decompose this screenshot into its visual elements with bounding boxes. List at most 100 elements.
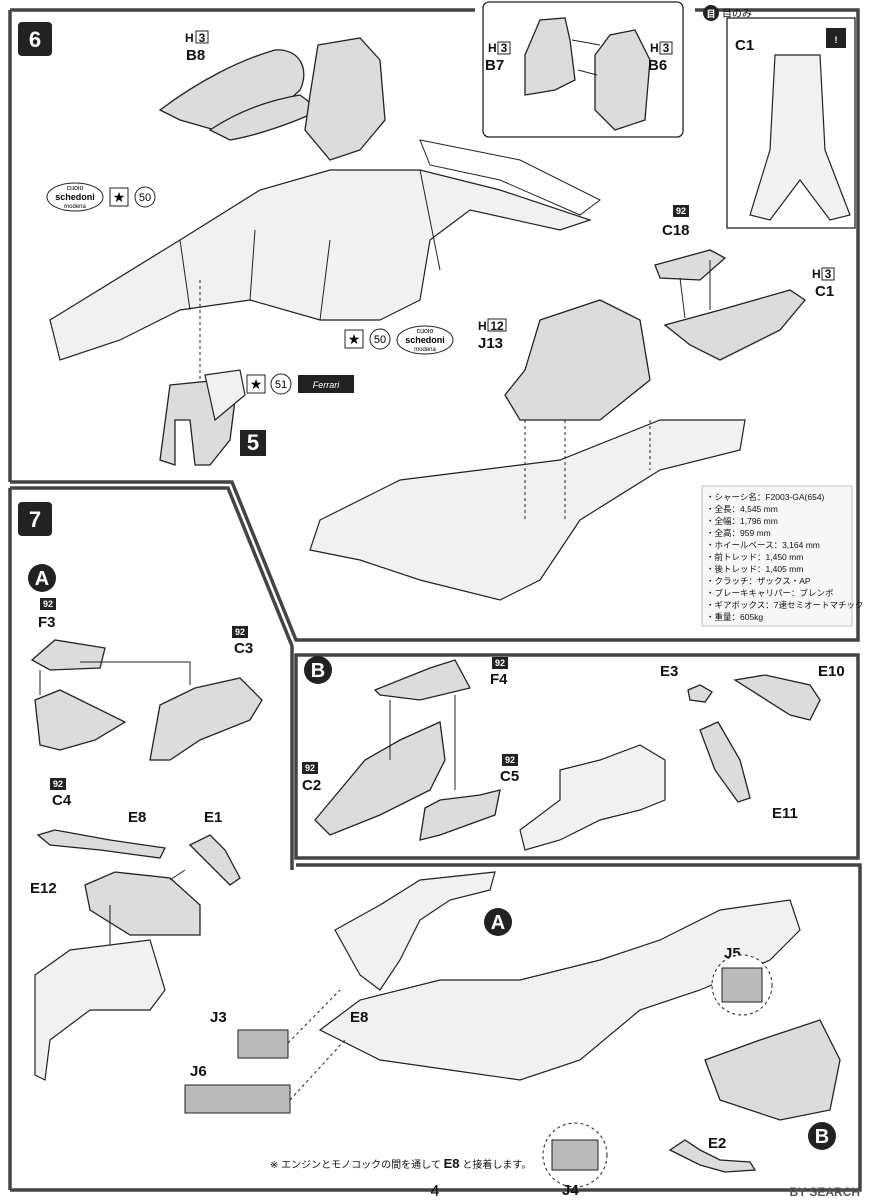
decal-schedoni-left: cuoio schedoni modena	[46, 182, 104, 212]
decal-ferrari: Ferrari	[298, 375, 354, 393]
svg-text:A: A	[35, 568, 49, 590]
svg-text:7: 7	[29, 507, 41, 532]
svg-text:C2: C2	[302, 777, 321, 794]
svg-text:B7: B7	[485, 57, 504, 74]
part-c3-label: 92 C3	[232, 626, 253, 657]
part-airbox	[304, 37, 386, 161]
part-b7	[524, 17, 576, 96]
svg-text:H: H	[185, 31, 194, 45]
decal-schedoni-right: cuoio schedoni modena	[396, 325, 454, 355]
svg-text:★: ★	[113, 189, 126, 205]
part-b7-label: H 3 B7	[485, 41, 511, 74]
part-steering-wheel	[204, 369, 246, 422]
svg-text:C4: C4	[52, 792, 72, 809]
final-chassis	[318, 899, 801, 1081]
svg-text:H: H	[812, 267, 821, 281]
part-c3	[149, 677, 263, 761]
decal-star-51: ★ 51	[246, 373, 292, 395]
part-c2-label: 92 C2	[302, 762, 321, 794]
part-f3	[30, 639, 106, 671]
step6-badge: 6	[18, 22, 52, 56]
final-b-marker: B	[808, 1122, 836, 1150]
svg-text:★: ★	[250, 376, 263, 392]
step6-frame	[8, 8, 860, 642]
part-j13-label: H 12 J13	[478, 318, 507, 352]
chassis-monocoque	[49, 169, 592, 361]
part-b8-label: H 3 B8	[185, 30, 209, 64]
svg-text:50: 50	[139, 192, 151, 204]
step7-badge: 7	[18, 502, 52, 536]
svg-text:・全高：959 mm: ・全高：959 mm	[706, 528, 771, 538]
svg-text:F3: F3	[38, 614, 56, 631]
part-c1-label: H 3 C1	[812, 267, 835, 300]
part-c18	[654, 249, 727, 281]
rear-chassis-engine	[309, 419, 746, 601]
group-a-lower-arrows	[109, 869, 186, 945]
final-a-marker: A	[484, 908, 512, 936]
svg-text:B: B	[311, 660, 325, 682]
part-j3-label: J3	[210, 1009, 227, 1026]
part-j6-label: J6	[190, 1063, 207, 1080]
group-b-arrows	[389, 695, 456, 790]
svg-text:・後トレッド：1,405 mm: ・後トレッド：1,405 mm	[706, 564, 803, 574]
svg-text:51: 51	[275, 379, 287, 391]
spec-list: ・シャーシ名：F2003-GA(654) ・全長：4,545 mm ・全幅：1,…	[701, 485, 863, 627]
part-sidepod	[519, 744, 666, 851]
part-j13-engine-cover	[504, 299, 651, 421]
svg-text:!: !	[835, 35, 838, 45]
svg-text:92: 92	[505, 755, 515, 765]
hint-mark: 目 目のみ	[703, 5, 752, 21]
step7-frame-bottom	[8, 488, 862, 1192]
warning-icon: !	[826, 28, 846, 48]
step6-number: 6	[29, 27, 41, 52]
part-e1	[188, 834, 241, 886]
svg-text:92: 92	[235, 627, 245, 637]
c1-arrows	[679, 260, 711, 319]
final-e8-label: E8	[350, 1009, 368, 1026]
svg-text:cuoio: cuoio	[417, 328, 434, 335]
svg-text:・全幅：1,796 mm: ・全幅：1,796 mm	[706, 516, 778, 526]
svg-text:・重量：605kg: ・重量：605kg	[706, 612, 763, 622]
part-undertray	[34, 939, 166, 1081]
svg-text:目: 目	[706, 9, 715, 19]
svg-text:H: H	[488, 41, 497, 55]
svg-text:・シャーシ名：F2003-GA(654): ・シャーシ名：F2003-GA(654)	[706, 492, 825, 502]
part-e11-label: E11	[772, 805, 798, 822]
decal-star-50-right: ★ 50	[344, 328, 391, 350]
inset-arrows	[571, 39, 601, 76]
part-e1-label: E1	[204, 809, 222, 826]
svg-text:C18: C18	[662, 222, 690, 239]
part-e8	[36, 829, 166, 859]
part-c18-label: 92 C18	[662, 205, 690, 239]
j3-j6-guides	[287, 989, 346, 1101]
group-a-arrows	[39, 661, 191, 695]
svg-text:B6: B6	[648, 57, 667, 74]
chassis-rear-frame	[419, 139, 601, 216]
svg-text:A: A	[491, 912, 505, 934]
svg-text:modena: modena	[414, 347, 436, 353]
final-sidepod-left	[334, 871, 496, 991]
sub-step-5-badge: 5	[240, 430, 266, 456]
part-e8-label: E8	[128, 809, 146, 826]
svg-text:modena: modena	[64, 204, 86, 210]
hint-mark-text: 目のみ	[722, 9, 752, 20]
part-c4	[34, 689, 127, 751]
part-j6	[184, 1084, 291, 1114]
svg-text:★: ★	[348, 331, 361, 347]
svg-text:・ギアボックス：7速セミオートマチック: ・ギアボックス：7速セミオートマチック	[706, 600, 863, 610]
j4-detail	[551, 1139, 599, 1171]
part-e11	[699, 721, 751, 803]
part-e2-label: E2	[708, 1135, 726, 1152]
svg-text:12: 12	[490, 319, 504, 333]
svg-text:・ブレーキキャリパー：ブレンボ: ・ブレーキキャリパー：ブレンボ	[706, 588, 834, 598]
part-e3-label: E3	[660, 663, 678, 680]
part-c1-top-label: C1	[735, 37, 754, 54]
svg-text:・クラッチ：ザックス・AP: ・クラッチ：ザックス・AP	[706, 576, 811, 586]
svg-text:J13: J13	[478, 335, 503, 352]
svg-text:3: 3	[825, 267, 832, 281]
svg-text:・ホイールベース：3,164 mm: ・ホイールベース：3,164 mm	[706, 540, 820, 550]
svg-text:92: 92	[305, 763, 315, 773]
svg-text:B: B	[815, 1126, 829, 1148]
svg-text:5: 5	[247, 430, 259, 455]
